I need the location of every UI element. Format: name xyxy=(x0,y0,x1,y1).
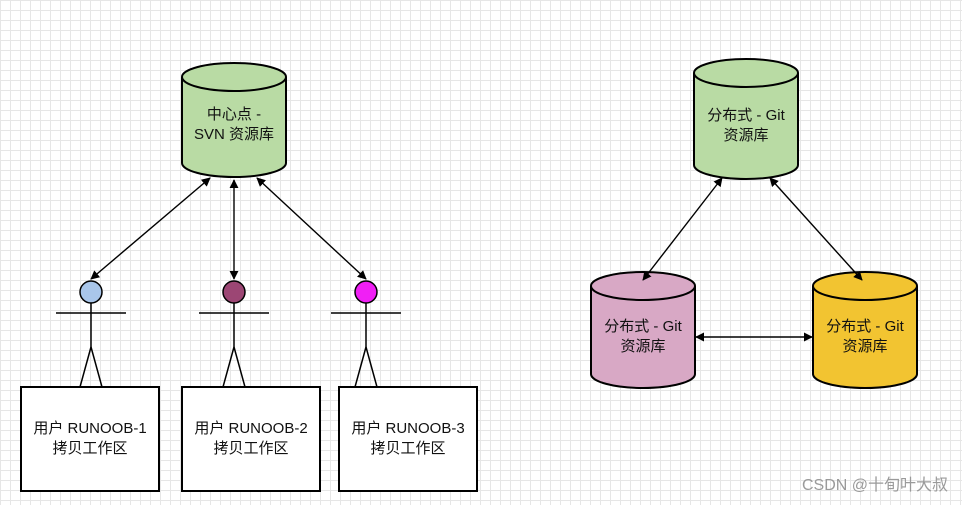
user-1-workspace-box xyxy=(20,386,160,492)
git-repo-top-label-line1: 分布式 - Git xyxy=(707,107,785,124)
user-2-workspace-label: 用户 RUNOOB-2 拷贝工作区 xyxy=(182,387,320,491)
user-1-workspace: 拷贝工作区 xyxy=(52,440,128,457)
svn-repo-top xyxy=(181,62,287,92)
git-arrow-top-right xyxy=(769,177,863,281)
user-1-actor xyxy=(56,280,126,388)
user-1-workspace-label: 用户 RUNOOB-1 拷贝工作区 xyxy=(21,387,159,491)
user-2-name: 用户 RUNOOB-2 xyxy=(194,420,308,437)
svn-repo-label-line2: SVN 资源库 xyxy=(193,126,274,143)
user-1-head xyxy=(79,280,103,304)
git-arrow-top-left xyxy=(642,177,723,281)
user-1-left-leg xyxy=(79,346,92,388)
user-2-right-leg xyxy=(233,346,246,388)
git-repo-left-body xyxy=(590,286,696,389)
user-2-actor xyxy=(199,280,269,388)
user-2-workspace: 拷贝工作区 xyxy=(213,440,289,457)
user-1-name: 用户 RUNOOB-1 xyxy=(33,420,147,437)
user-2-left-leg xyxy=(222,346,235,388)
user-3-left-leg xyxy=(354,346,367,388)
svn-repo-label-line1: 中心点 - xyxy=(206,106,262,123)
user-3-workspace-box xyxy=(338,386,478,492)
git-repo-left-cap xyxy=(590,271,696,301)
git-repo-left-label: 分布式 - Git 资源库 xyxy=(591,307,695,367)
user-3-actor xyxy=(331,280,401,388)
git-repo-right-label-line2: 资源库 xyxy=(842,338,888,355)
user-2-workspace-box xyxy=(181,386,321,492)
svn-repo-label: 中心点 - SVN 资源库 xyxy=(182,94,286,156)
git-repo-top-label-line2: 资源库 xyxy=(723,127,769,144)
csdn-watermark: CSDN @十旬叶大叔 xyxy=(801,477,948,494)
user-3-head xyxy=(354,280,378,304)
user-3-workspace: 拷贝工作区 xyxy=(370,440,446,457)
git-repo-right-label-line1: 分布式 - Git xyxy=(826,318,904,335)
git-repo-top-cap xyxy=(693,58,799,88)
git-repo-right-cap xyxy=(812,271,918,301)
git-repo-left-label-line2: 资源库 xyxy=(620,338,666,355)
user-3-workspace-label: 用户 RUNOOB-3 拷贝工作区 xyxy=(339,387,477,491)
git-repo-top xyxy=(693,58,799,180)
svn-central-repository xyxy=(181,62,287,178)
user-2-head xyxy=(222,280,246,304)
svn-repo-body xyxy=(181,77,287,178)
git-repo-top-body xyxy=(693,73,799,180)
git-repo-right-body xyxy=(812,286,918,389)
user-3-name: 用户 RUNOOB-3 xyxy=(351,420,465,437)
user-3-right-leg xyxy=(365,346,378,388)
git-repo-left-label-line1: 分布式 - Git xyxy=(604,318,682,335)
svn-arrow-user-1 xyxy=(90,177,211,280)
git-repo-top-label: 分布式 - Git 资源库 xyxy=(694,96,798,156)
user-1-right-leg xyxy=(90,346,103,388)
git-repo-right-label: 分布式 - Git 资源库 xyxy=(813,307,917,367)
svn-arrow-user-3 xyxy=(256,177,367,280)
